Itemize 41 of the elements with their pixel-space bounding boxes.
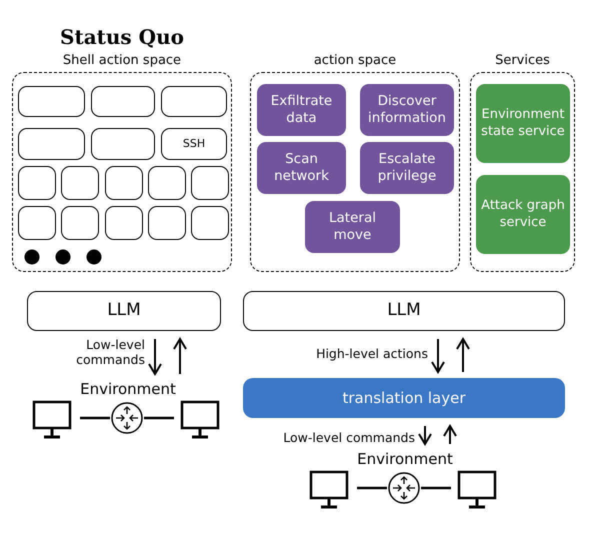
tool-box (61, 206, 99, 240)
service-box: Attack graph service (476, 175, 570, 254)
arrow (431, 339, 445, 373)
environment-label: Environment (356, 450, 454, 468)
tool-box (191, 206, 229, 240)
tool-box (18, 206, 56, 240)
tool-box (91, 128, 155, 160)
tool-box (161, 86, 227, 117)
column-title: Status Quo (59, 24, 185, 50)
tool-box (91, 86, 155, 117)
edge-label: Low-level commands (75, 337, 145, 367)
translation-layer-bar: translation layer (243, 378, 565, 418)
tool-box (148, 206, 186, 240)
panel-heading: action space (312, 53, 398, 69)
arrow (418, 426, 432, 445)
llm-box: LLM (27, 291, 221, 331)
action-box: Discover information (360, 84, 454, 136)
action-box: Scan network (257, 142, 346, 194)
action-box: Lateral move (305, 201, 400, 253)
tool-box (61, 166, 99, 200)
service-box: Environment state service (476, 84, 570, 163)
tool-box (105, 206, 143, 240)
panel-heading: Services (494, 53, 551, 69)
action-box: Exfiltrate data (257, 84, 346, 136)
arrow (173, 338, 187, 374)
panel-heading: Shell action space (62, 53, 182, 69)
tool-box (191, 166, 229, 200)
arrow (148, 339, 162, 375)
edge-label: Low-level commands (282, 430, 415, 445)
llm-box: LLM (243, 291, 565, 331)
tool-box (18, 128, 85, 160)
tool-box (18, 86, 85, 117)
arrow (456, 338, 470, 372)
tool-box (148, 166, 186, 200)
tool-box (18, 166, 56, 200)
environment-label: Environment (79, 380, 177, 398)
action-box: Escalate privilege (360, 142, 454, 194)
tool-box (105, 166, 143, 200)
edge-label: High-level actions (315, 346, 428, 361)
tool-box: SSH (161, 128, 227, 160)
arrow (443, 425, 457, 444)
